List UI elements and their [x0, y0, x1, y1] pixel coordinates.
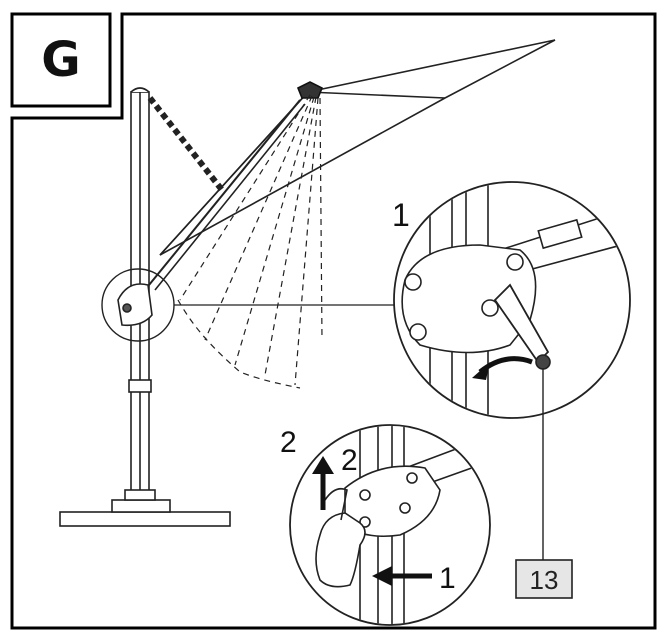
arrow-left-icon: [372, 566, 432, 586]
part-number-badge: 13: [515, 559, 573, 599]
upper-step-number: 1: [392, 197, 410, 233]
support-rope: [147, 96, 225, 192]
lower-step-number-inner: 2: [341, 444, 358, 477]
step-letter: G: [41, 32, 80, 88]
lower-push-number: 1: [439, 562, 456, 595]
canopy-motion-lines: [177, 94, 323, 389]
canopy-hub: [296, 81, 324, 99]
crank-housing: [117, 283, 153, 327]
arrow-up-icon: [312, 456, 334, 510]
lever-detail: 2 2 1: [280, 424, 491, 626]
diagram-frame: [10, 12, 657, 630]
crank-handle: [493, 283, 550, 364]
step-badge: G: [10, 12, 112, 108]
umbrella-base: [59, 511, 231, 527]
part-number: 13: [530, 565, 559, 595]
crank-knob: [535, 354, 551, 370]
lower-step-number-outer: 2: [280, 426, 297, 459]
umbrella-illustration: [59, 39, 556, 527]
crank-detail: 1: [392, 181, 631, 419]
